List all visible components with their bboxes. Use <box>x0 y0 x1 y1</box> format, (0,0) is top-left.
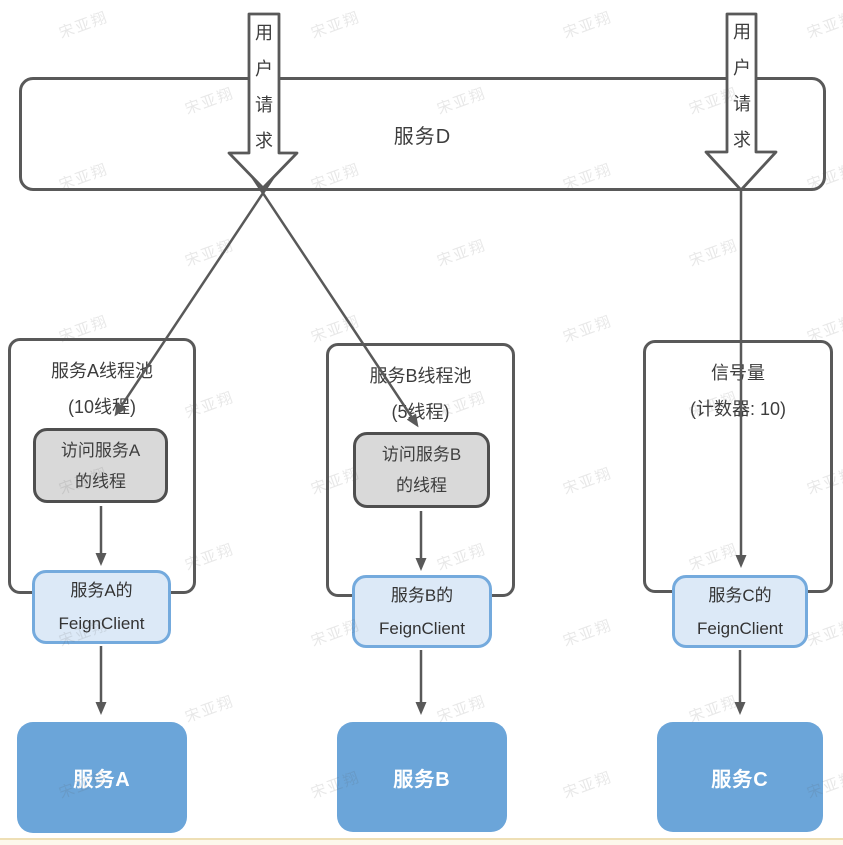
watermark: 宋亚翔 <box>560 312 615 347</box>
feign-client-a-line2: FeignClient <box>58 614 145 633</box>
watermark: 宋亚翔 <box>308 312 363 347</box>
thread-box-a-line2: 的线程 <box>75 471 126 491</box>
watermark: 宋亚翔 <box>56 8 111 43</box>
watermark: 宋亚翔 <box>804 8 843 43</box>
watermark: 宋亚翔 <box>308 8 363 43</box>
thread-box-a-line1: 访问服务A <box>60 440 141 460</box>
thread-box-a: 访问服务A 的线程 <box>33 428 168 503</box>
user-request-char: 户 <box>733 58 751 78</box>
service-c-label: 服务C <box>711 768 769 791</box>
thread-box-b-line1: 访问服务B <box>381 445 462 464</box>
service-d-label: 服务D <box>393 125 452 148</box>
user-request-char: 请 <box>255 95 273 115</box>
footer-strip <box>0 838 843 845</box>
pool-b-title: 服务B线程池 <box>369 366 472 386</box>
watermark: 宋亚翔 <box>182 692 237 727</box>
user-request-char: 求 <box>255 131 273 151</box>
user-request-char: 户 <box>255 59 273 79</box>
feign-client-c-line2: FeignClient <box>697 618 783 638</box>
watermark: 宋亚翔 <box>560 8 615 43</box>
watermark: 宋亚翔 <box>804 616 843 651</box>
service-b-box: 服务B <box>337 722 507 832</box>
service-a-box: 服务A <box>17 722 187 833</box>
watermark: 宋亚翔 <box>182 236 237 271</box>
thread-box-b: 访问服务B 的线程 <box>353 432 490 508</box>
user-request-char: 请 <box>733 94 751 114</box>
feign-client-c-line1: 服务C的 <box>708 585 772 605</box>
watermark: 宋亚翔 <box>686 236 741 271</box>
semaphore-box: 信号量 (计数器: 10) <box>643 340 833 593</box>
service-b-label: 服务B <box>393 768 451 791</box>
user-request-char: 用 <box>733 22 751 42</box>
thread-box-b-line2: 的线程 <box>396 476 447 495</box>
feign-client-a-box: 服务A的 FeignClient <box>32 570 171 644</box>
pool-b-subtitle: (5线程) <box>391 402 450 422</box>
service-d-box: 服务D <box>19 77 826 191</box>
user-request-char: 求 <box>733 130 751 150</box>
user-request-label-right: 用 户 请 求 <box>727 14 757 158</box>
user-request-label-left: 用 户 请 求 <box>249 15 279 159</box>
service-a-label: 服务A <box>73 769 131 791</box>
watermark: 宋亚翔 <box>560 616 615 651</box>
feign-client-b-box: 服务B的 FeignClient <box>352 575 492 648</box>
service-c-box: 服务C <box>657 722 823 832</box>
watermark: 宋亚翔 <box>434 236 489 271</box>
feign-client-b-line2: FeignClient <box>379 618 465 638</box>
pool-a-subtitle: (10线程) <box>67 397 136 417</box>
pool-a-title: 服务A线程池 <box>50 361 153 381</box>
semaphore-subtitle: (计数器: 10) <box>689 399 786 419</box>
feign-client-a-line1: 服务A的 <box>70 581 133 600</box>
semaphore-title: 信号量 <box>711 363 765 383</box>
feign-client-b-line1: 服务B的 <box>390 585 454 605</box>
feign-client-c-box: 服务C的 FeignClient <box>672 575 808 648</box>
watermark: 宋亚翔 <box>560 464 615 499</box>
user-request-char: 用 <box>255 23 273 43</box>
watermark: 宋亚翔 <box>560 768 615 803</box>
